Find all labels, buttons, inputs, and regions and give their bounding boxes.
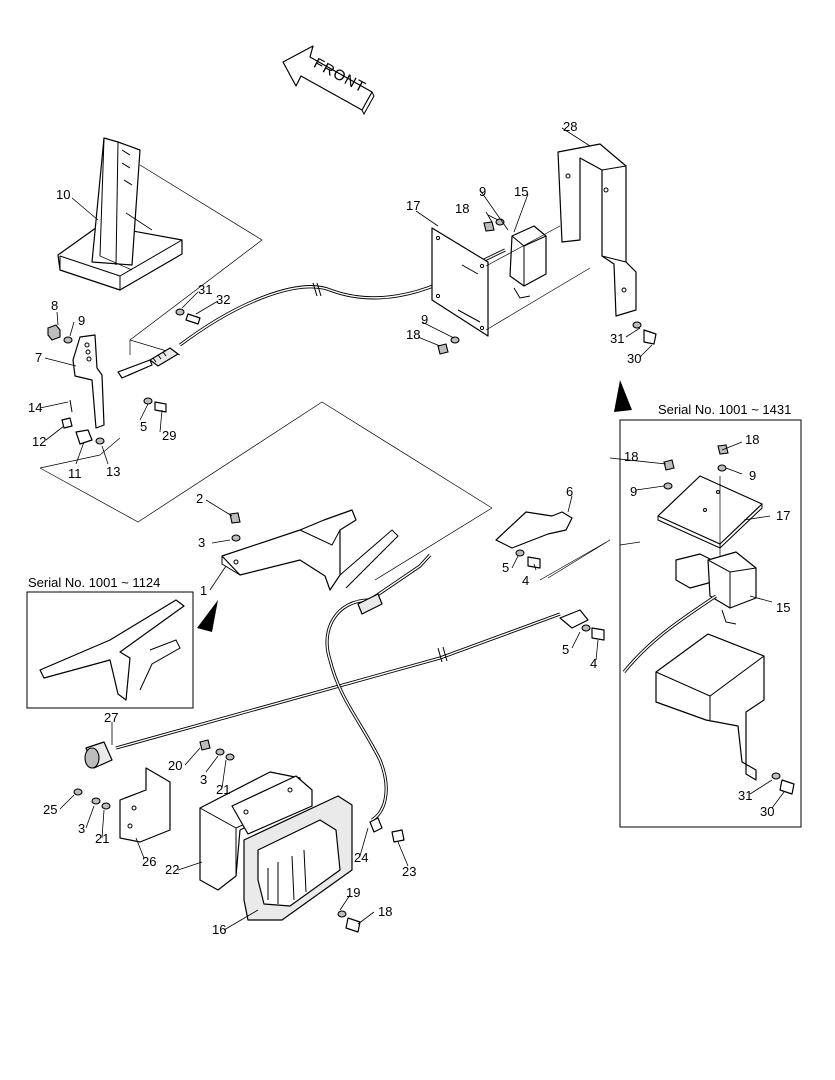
projection-lines [39,164,611,581]
callout-31-right: 31 [610,331,624,346]
callout-30: 30 [627,351,641,366]
callout-9-mid: 9 [421,312,428,327]
callout-27: 27 [104,710,118,725]
callout-31: 31 [198,282,212,297]
callout-2: 2 [196,491,203,506]
callout-3-low: 3 [200,772,207,787]
lever-6 [495,511,605,641]
switch-plate [431,143,657,355]
callout-18-top: 18 [455,201,469,216]
callout-26: 26 [142,854,156,869]
callout-10: 10 [56,187,70,202]
lever-assembly [47,324,105,445]
callout-18-mid: 18 [406,327,420,342]
callout-16: 16 [212,922,226,937]
callout-6: 6 [566,484,573,499]
callout-3-left: 3 [78,821,85,836]
callout-28: 28 [563,119,577,134]
control-cable [84,553,561,822]
callout-20: 20 [168,758,182,773]
inset-callout-18-a: 18 [624,449,638,464]
callout-21-left: 21 [95,831,109,846]
inset-callout-9-a: 9 [630,484,637,499]
callout-5-low: 5 [562,642,569,657]
inset-callout-18-b: 18 [745,432,759,447]
inset-left: Serial No. 1001 ~ 1124 [26,575,194,709]
callout-7: 7 [35,350,42,365]
callout-11: 11 [68,466,82,481]
inset-callout-31: 31 [738,788,752,803]
lower-brackets [73,739,405,933]
callout-9: 9 [78,313,85,328]
callout-5: 5 [140,419,147,434]
inset-callout-30: 30 [760,804,774,819]
inset-left-title: Serial No. 1001 ~ 1124 [28,575,160,590]
pedal-stand [57,137,183,291]
inset-pointer-left [197,600,218,632]
callout-21: 21 [216,782,230,797]
callout-24: 24 [354,850,368,865]
callouts: 10 31 32 8 9 7 5 29 14 12 11 13 28 9 15 … [28,119,641,937]
inset-right: Serial No. 1001 ~ 1431 [619,402,802,828]
callout-19: 19 [346,885,360,900]
callout-1: 1 [200,583,207,598]
inset-right-title: Serial No. 1001 ~ 1431 [658,402,791,417]
callout-29: 29 [162,428,176,443]
mount-bracket [221,509,399,591]
callout-8: 8 [51,298,58,313]
callout-25: 25 [43,802,57,817]
inset-right-callouts: 18 18 9 9 17 15 31 30 [624,432,790,819]
callout-3: 3 [198,535,205,550]
callout-22: 22 [165,862,179,877]
callout-23: 23 [402,864,416,879]
inset-callout-9-b: 9 [749,468,756,483]
callout-12: 12 [32,434,46,449]
front-arrow: FRONT [282,45,375,116]
leader-lines [39,127,785,931]
callout-14: 14 [28,400,42,415]
callout-4-low: 4 [590,656,597,671]
inset-callout-17: 17 [776,508,790,523]
callout-15: 15 [514,184,528,199]
inset-pointer-right [614,380,632,412]
callout-9-top: 9 [479,184,486,199]
callout-5-mid: 5 [502,560,509,575]
callout-17: 17 [406,198,420,213]
callout-4-mid: 4 [522,573,529,588]
callout-18-low: 18 [378,904,392,919]
inset-callout-15: 15 [776,600,790,615]
callout-13: 13 [106,464,120,479]
callout-32: 32 [216,292,230,307]
